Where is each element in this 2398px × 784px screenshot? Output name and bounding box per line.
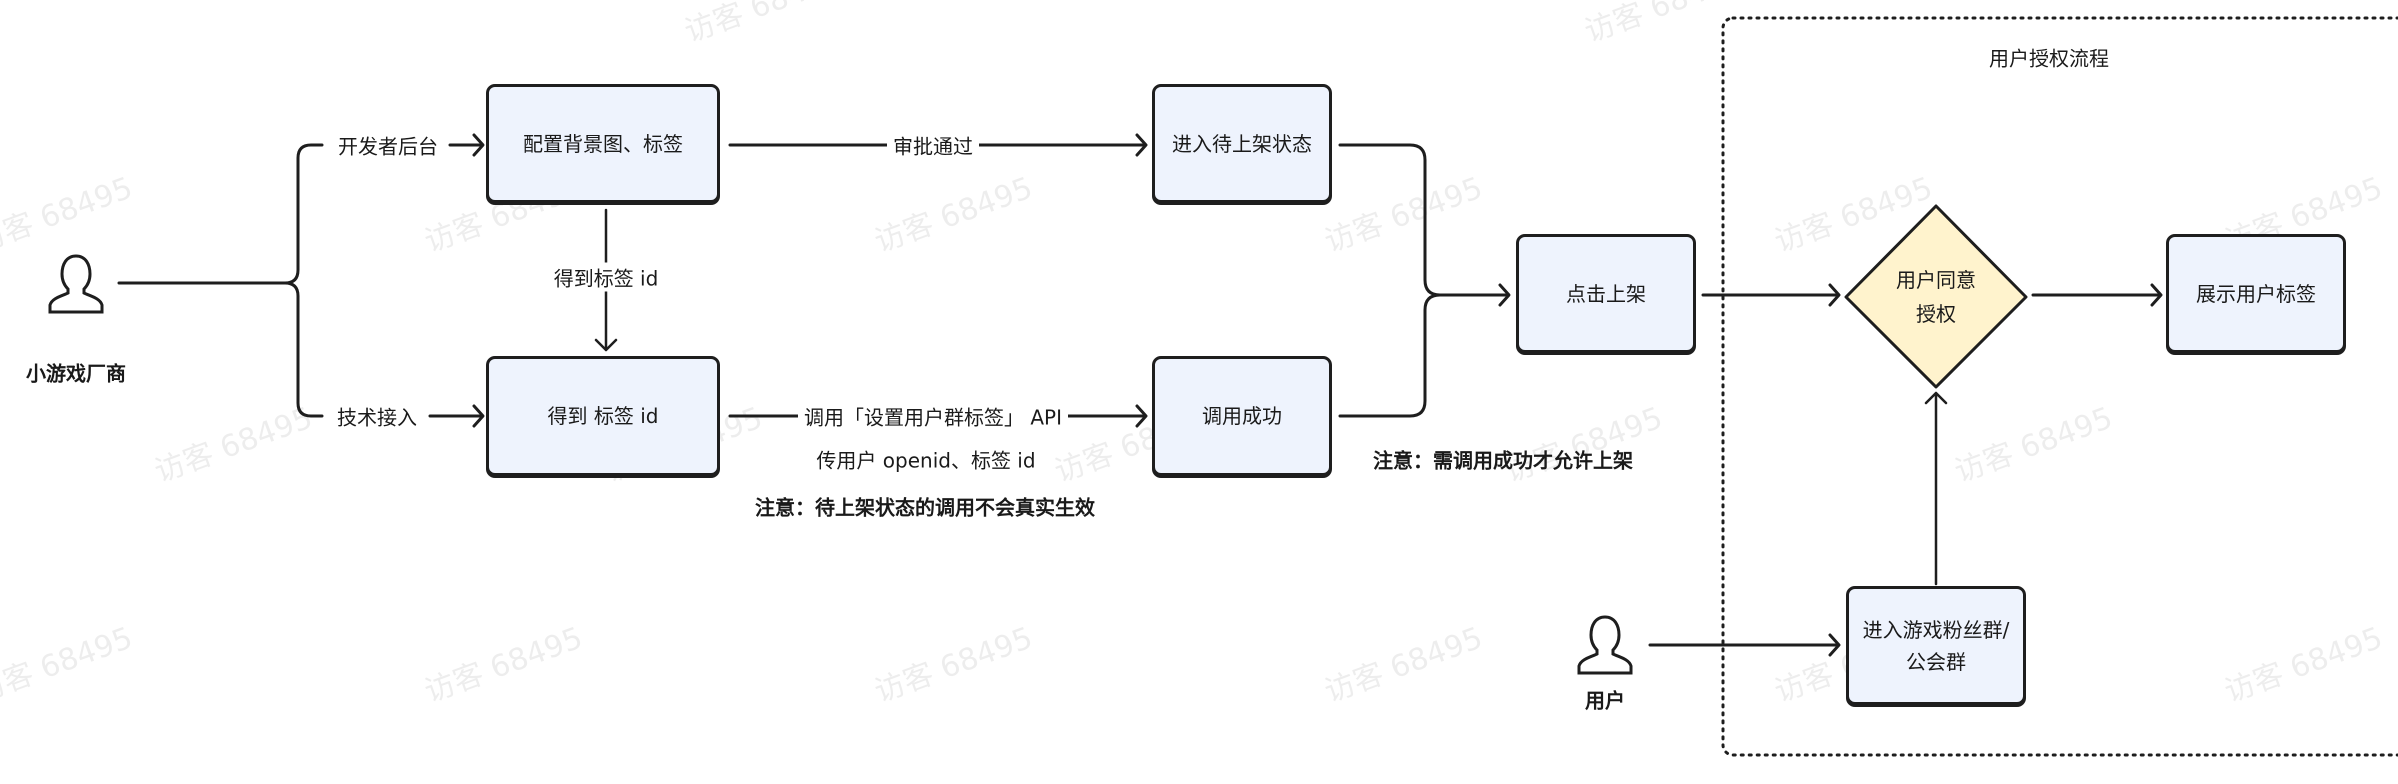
- arrow-to-decision: [1701, 283, 1841, 307]
- box-get-tag-id[interactable]: 得到 标签 id: [486, 356, 720, 476]
- decision-line2: 授权: [1916, 301, 1956, 326]
- box-label: 点击上架: [1566, 281, 1646, 306]
- edge-get-tag-id: 得到标签 id: [547, 262, 665, 292]
- arrow-dev-console: [448, 133, 485, 157]
- user-person-icon: [1577, 615, 1633, 675]
- box-pending-listing[interactable]: 进入待上架状态: [1152, 84, 1332, 203]
- vendor-line-bottom: [283, 281, 324, 418]
- box-show-user-tags[interactable]: 展示用户标签: [2166, 234, 2346, 353]
- branch-dev-console: 开发者后台: [332, 130, 444, 160]
- vendor-person-icon: [48, 254, 104, 314]
- decision-label: 用户同意授权: [1846, 206, 2026, 387]
- box-label-line2: 公会群: [1906, 649, 1966, 674]
- box-label: 得到 标签 id: [547, 404, 659, 428]
- box-label: 配置背景图、标签: [523, 131, 683, 156]
- branch-tech-integration: 技术接入: [331, 401, 423, 431]
- decision-diamond: [1844, 204, 2028, 389]
- box-config-bg-tags[interactable]: 配置背景图、标签: [486, 84, 720, 203]
- vendor-line: [117, 143, 324, 285]
- box-call-success[interactable]: 调用成功: [1152, 356, 1332, 476]
- user-label: 用户: [1585, 688, 1625, 713]
- merge-bottom: [1338, 293, 1442, 418]
- box-enter-group[interactable]: 进入游戏粉丝群/公会群: [1846, 586, 2026, 705]
- box-label: 展示用户标签: [2196, 281, 2316, 306]
- box-label-line1: 进入游戏粉丝群/: [1862, 617, 2010, 642]
- box-label: 进入待上架状态: [1172, 131, 1312, 156]
- group-title: 用户授权流程: [1983, 42, 2115, 72]
- arrow-up-to-decision: [1924, 391, 1948, 586]
- edge-approved: 审批通过: [887, 130, 979, 160]
- arrow-tech: [428, 404, 485, 428]
- box-label: 调用成功: [1202, 404, 1282, 428]
- edge-call-api: 调用「设置用户群标签」 API: [798, 401, 1068, 431]
- box-click-list[interactable]: 点击上架: [1516, 234, 1696, 353]
- arrow-user-to-group: [1648, 633, 1841, 657]
- note-pending: 注意：待上架状态的调用不会真实生效: [755, 495, 1095, 520]
- arrow-to-show-tags: [2031, 283, 2163, 307]
- decision-line1: 用户同意: [1896, 267, 1976, 292]
- merge-top: [1338, 143, 1510, 297]
- note-success: 注意：需调用成功才允许上架: [1373, 448, 1633, 473]
- vendor-label: 小游戏厂商: [26, 361, 126, 386]
- edge-pass-params: 传用户 openid、标签 id: [810, 444, 1042, 474]
- group-border: [1721, 16, 2398, 757]
